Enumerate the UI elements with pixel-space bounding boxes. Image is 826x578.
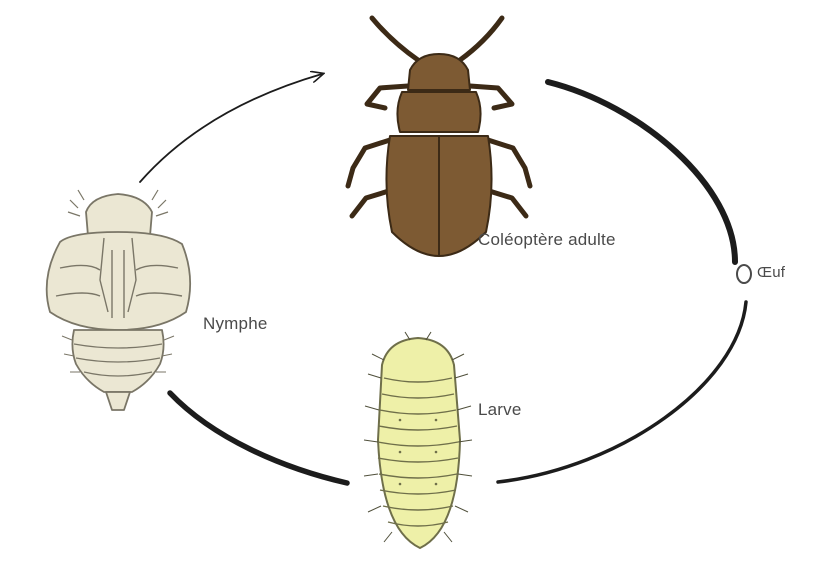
adult-beetle-icon xyxy=(348,18,530,256)
arrow-nymph-to-adult xyxy=(140,74,322,182)
adult-stage-label: Coléoptère adulte xyxy=(478,230,616,250)
egg-icon xyxy=(737,265,751,283)
arc-egg-to-larva xyxy=(498,302,746,482)
nymph-pupa-icon xyxy=(47,190,191,410)
arc-larva-to-nymph xyxy=(170,393,347,483)
larva-icon xyxy=(364,332,472,548)
egg-stage-label: Œuf xyxy=(757,264,785,281)
nymph-stage-label: Nymphe xyxy=(203,314,268,334)
larva-stage-label: Larve xyxy=(478,400,522,420)
